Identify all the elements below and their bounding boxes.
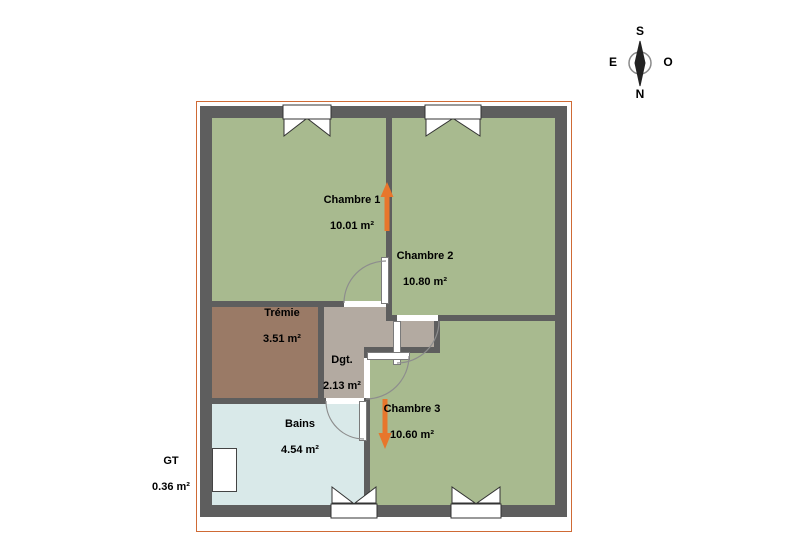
window-top-right [424, 104, 482, 137]
room-label-tremie: Trémie 3.51 m² [263, 307, 301, 345]
direction-arrow-up [380, 182, 394, 231]
interior-wall [318, 307, 324, 398]
door-arc-bains [325, 400, 365, 440]
room-name: Bains [285, 418, 315, 430]
door-arc-chambre-3 [365, 355, 410, 400]
compass-label-west: O [663, 55, 673, 69]
room-area: 4.54 m² [281, 444, 319, 456]
room-chambre-3-fill [370, 353, 440, 505]
direction-arrow-down [378, 399, 392, 449]
room-name: Dgt. [331, 354, 353, 366]
gt-shaft-box [212, 448, 237, 492]
room-name: Trémie [264, 307, 300, 319]
compass-label-south: S [635, 24, 645, 38]
room-chambre-2-fill [392, 118, 555, 315]
room-name: Chambre 1 [323, 194, 381, 206]
interior-wall [386, 315, 397, 321]
interior-wall [212, 398, 326, 404]
door-leaf-chambre-1 [381, 257, 389, 304]
room-bains-fill [212, 404, 364, 505]
room-name: Chambre 2 [396, 250, 454, 262]
door-arc-chambre-1 [343, 260, 387, 304]
room-label-bains: Bains 4.54 m² [281, 418, 319, 456]
compass-label-north: N [635, 87, 645, 101]
door-leaf-bains [359, 401, 367, 441]
room-chambre-3-fill [440, 321, 555, 505]
interior-wall [212, 301, 344, 307]
room-degagement-fill [364, 307, 386, 347]
interior-wall [364, 398, 370, 505]
room-tremie-fill [212, 307, 318, 398]
room-area: 3.51 m² [263, 333, 301, 345]
door-leaf-chambre-2 [393, 321, 401, 365]
interior-wall [364, 347, 440, 353]
room-area: 2.13 m² [323, 380, 361, 392]
window-bottom-left [330, 485, 378, 519]
room-area: 10.01 m² [329, 220, 375, 232]
room-area: 0.36 m² [152, 481, 190, 493]
room-label-gt: GT 0.36 m² [152, 455, 190, 493]
room-label-chambre-2: Chambre 2 10.80 m² [397, 250, 454, 288]
compass-label-east: E [608, 55, 618, 69]
room-name: GT [163, 455, 179, 467]
room-label-degagement: Dgt. 2.13 m² [323, 354, 361, 392]
room-chambre-1-fill [212, 118, 386, 301]
door-arc-chambre-2 [396, 320, 440, 364]
interior-wall [434, 321, 440, 353]
interior-wall [438, 315, 555, 321]
plan-border [196, 101, 572, 532]
room-label-chambre-3: Chambre 3 10.60 m² [384, 403, 441, 441]
window-bottom-right [450, 486, 502, 519]
compass-rose-icon [628, 40, 652, 87]
room-area: 10.60 m² [389, 429, 435, 441]
room-name: Chambre 3 [383, 403, 441, 415]
room-area: 10.80 m² [402, 276, 448, 288]
window-top-left [282, 104, 332, 138]
room-label-chambre-1: Chambre 1 10.01 m² [324, 194, 381, 232]
room-degagement-fill [324, 307, 364, 398]
